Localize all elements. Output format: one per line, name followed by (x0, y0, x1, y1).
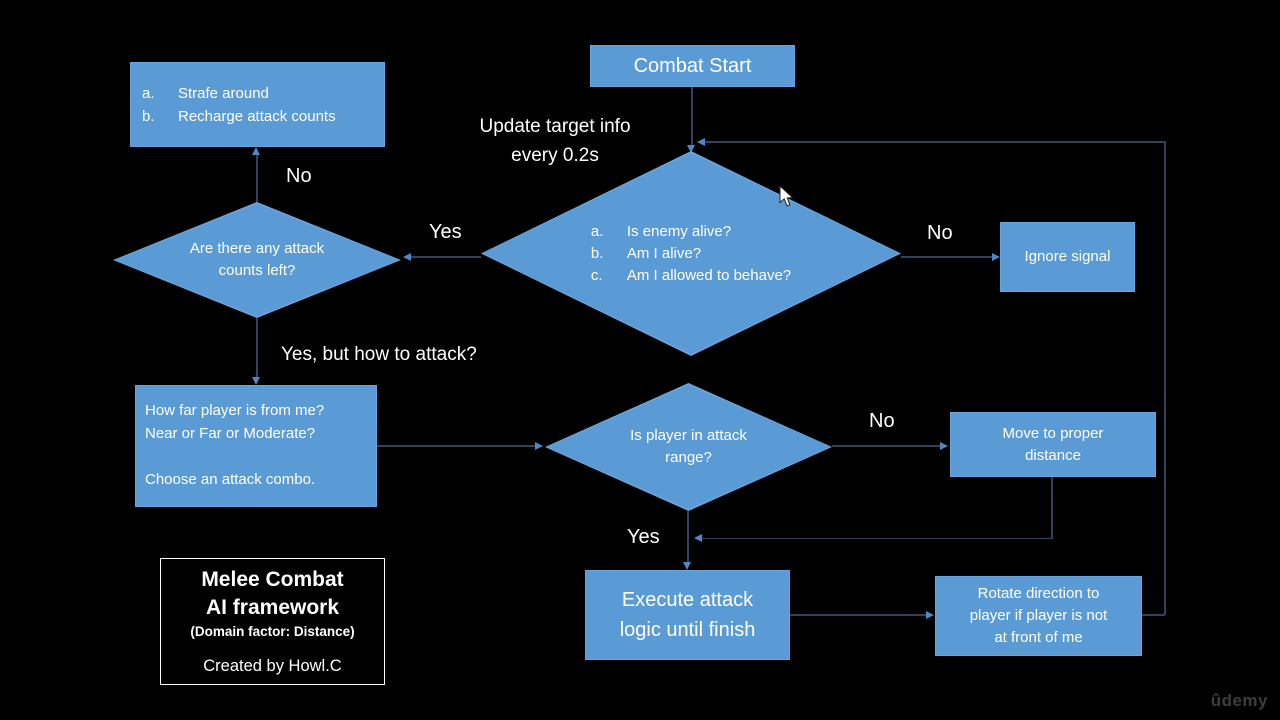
recharge-item: a. Strafe around (142, 82, 269, 105)
edge-label-no-recharge: No (286, 165, 312, 187)
execute-attack-line2: logic until finish (619, 619, 756, 641)
edge-feedback-top (705, 141, 1165, 143)
edge-label-yes-counts: Yes (429, 221, 462, 243)
signal-check-item: a. Is enemy alive? (591, 221, 731, 243)
rotate-direction-line3: at front of me (994, 629, 1083, 646)
choose-combo-line3: Choose an attack combo. (145, 471, 316, 488)
signal-check-item: c. Am I allowed to behave? (591, 265, 791, 287)
choose-combo-spacer (145, 445, 324, 468)
edge-counts-to-recharge (256, 154, 258, 203)
attack-range-line2: range? (665, 449, 712, 466)
title-credit: Created by Howl.C (203, 657, 342, 675)
title-card: Melee Combat AI framework (Domain factor… (160, 558, 385, 685)
node-move-distance: Move to proper distance (950, 412, 1156, 477)
arrowhead-into-recharge (252, 147, 260, 155)
edge-feedback-right (1164, 141, 1166, 615)
list-text: Am I allowed to behave? (626, 266, 792, 284)
move-distance-line2: distance (1025, 446, 1081, 464)
choose-combo-line2: Near or Far or Moderate? (145, 425, 316, 442)
arrowhead-into-move (940, 441, 948, 450)
attack-counts-line2: counts left? (218, 262, 296, 279)
edge-check-to-counts (411, 256, 481, 258)
update-note-line1: Update target info (479, 116, 631, 137)
execute-attack-line1: Execute attack (621, 589, 754, 611)
title-line1: Melee Combat (201, 568, 344, 591)
edge-counts-to-combo (256, 318, 258, 378)
list-marker: b. (590, 244, 604, 262)
edge-label-yes-execute: Yes (627, 526, 660, 548)
arrowhead-into-rotate (926, 610, 934, 619)
attack-range-line1: Is player in attack (630, 427, 747, 444)
edge-move-return-horizontal (702, 537, 1052, 539)
rotate-direction-line2: player if player is not (969, 607, 1108, 624)
node-rotate-direction: Rotate direction to player if player is … (935, 576, 1142, 656)
choose-combo-line1: How far player is from me? (145, 402, 325, 419)
arrowhead-into-combo (252, 377, 260, 385)
attack-counts-line1: Are there any attack (189, 240, 325, 257)
update-interval-note: Update target info every 0.2s (440, 112, 670, 170)
edge-label-yes-how-attack: Yes, but how to attack? (281, 344, 477, 365)
arrowhead-into-counts (403, 252, 411, 261)
edge-rotate-to-feedback (1141, 614, 1165, 616)
edge-combo-to-range (377, 445, 536, 447)
list-marker: b. (142, 107, 155, 125)
list-marker: a. (590, 222, 604, 240)
edge-start-to-check (691, 87, 693, 147)
update-note-line2: every 0.2s (511, 145, 599, 166)
node-combat-start: Combat Start (590, 45, 795, 87)
edge-execute-to-rotate (790, 614, 927, 616)
edge-label-no-move: No (869, 410, 895, 432)
signal-check-item: b. Am I alive? (591, 243, 701, 265)
list-marker: a. (142, 84, 155, 102)
rotate-direction-line1: Rotate direction to (977, 585, 1100, 602)
list-marker: c. (590, 266, 603, 284)
edge-move-return-vertical (1051, 477, 1053, 539)
combat-start-label: Combat Start (633, 55, 752, 77)
arrowhead-into-check-top (687, 145, 695, 153)
node-ignore-signal: Ignore signal (1000, 222, 1135, 292)
list-text: Is enemy alive? (626, 222, 732, 240)
list-text: Am I alive? (626, 244, 702, 262)
edge-range-to-move (832, 445, 941, 447)
arrowhead-into-ignore (992, 252, 1000, 261)
arrowhead-into-execute (683, 562, 691, 570)
edge-range-to-execute (687, 511, 689, 564)
node-choose-combo: How far player is from me? Near or Far o… (135, 385, 377, 507)
list-text: Strafe around (178, 84, 269, 102)
recharge-item: b. Recharge attack counts (142, 105, 336, 128)
title-line3: (Domain factor: Distance) (190, 624, 355, 639)
node-signal-check: a. Is enemy alive? b. Am I alive? c. Am … (481, 151, 901, 356)
list-text: Recharge attack counts (178, 107, 336, 125)
node-attack-range: Is player in attack range? (545, 383, 832, 511)
title-line2: AI framework (205, 596, 340, 619)
arrowhead-into-range (535, 441, 543, 450)
node-execute-attack: Execute attack logic until finish (585, 570, 790, 660)
arrowhead-feedback-left (697, 137, 705, 146)
udemy-logo: ûdemy (1210, 691, 1268, 710)
node-attack-counts: Are there any attack counts left? (113, 202, 401, 318)
ignore-signal-label: Ignore signal (1024, 248, 1111, 265)
edge-label-no-ignore: No (927, 222, 953, 244)
edge-check-to-ignore (901, 256, 994, 258)
arrowhead-move-return (694, 534, 702, 542)
mouse-cursor-icon (779, 184, 795, 213)
move-distance-line1: Move to proper (1002, 424, 1104, 442)
node-recharge: a. Strafe around b. Recharge attack coun… (130, 62, 385, 147)
